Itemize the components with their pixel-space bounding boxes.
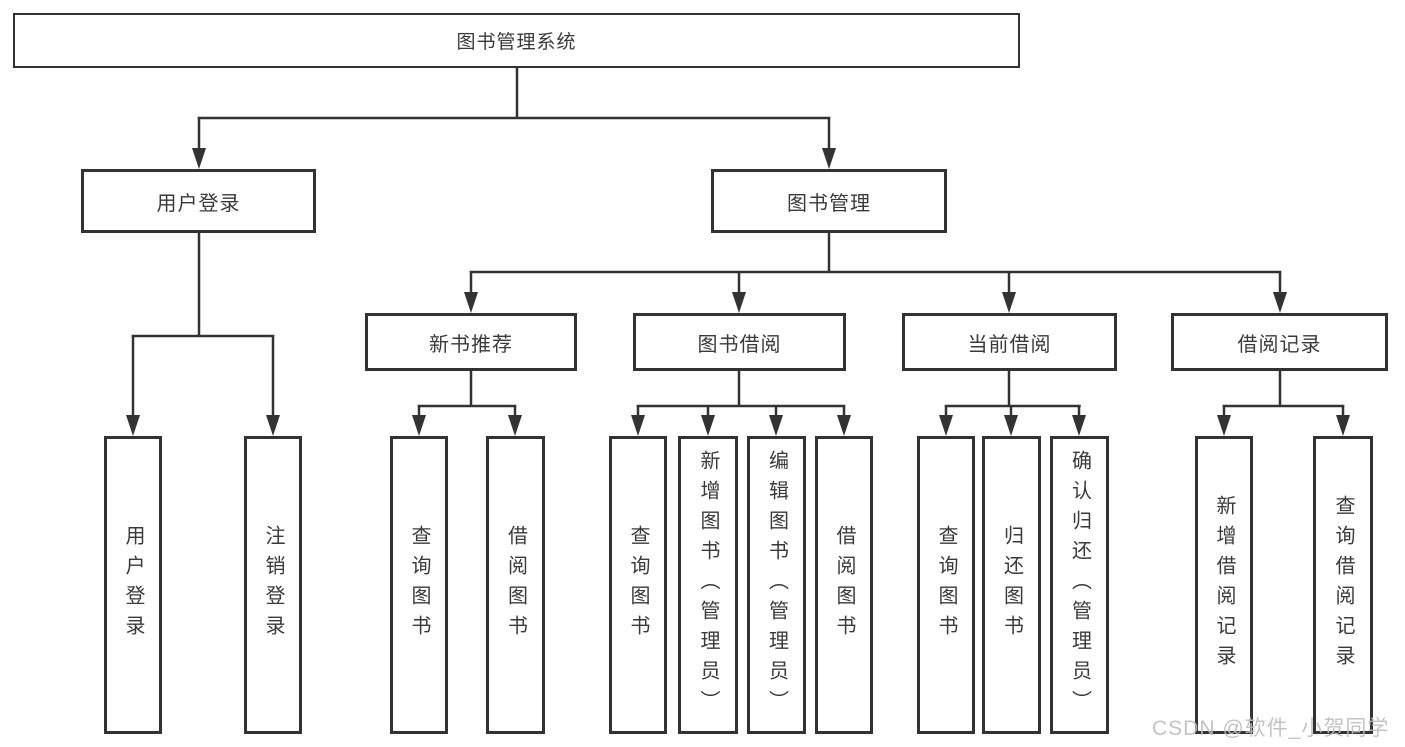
node-borrow-records-label: 借阅记录 xyxy=(1237,333,1322,356)
node-current-borrow: 当前借阅 xyxy=(902,313,1117,371)
node-book-borrow-label: 图书借阅 xyxy=(697,333,782,356)
node-root: 图书管理系统 xyxy=(13,13,1020,68)
leaf-edit-books-admin: 编辑图书（管理员） xyxy=(747,436,806,734)
node-book-management: 图书管理 xyxy=(711,169,947,233)
leaf-newbooks-borrow-books: 借阅图书 xyxy=(486,436,545,734)
leaf-newbooks-query-books: 查询图书 xyxy=(390,436,448,734)
leaf-borrow-query-books: 查询图书 xyxy=(609,436,667,734)
node-user-login-label: 用户登录 xyxy=(156,192,241,215)
node-book-management-label: 图书管理 xyxy=(787,192,871,215)
csdn-watermark: CSDN @软件_小贺同学 xyxy=(1152,717,1390,740)
leaf-add-borrow-record: 新增借阅记录 xyxy=(1195,436,1253,734)
leaf-current-query-books: 查询图书 xyxy=(917,436,975,734)
node-current-borrow-label: 当前借阅 xyxy=(967,333,1052,356)
node-new-books-label: 新书推荐 xyxy=(429,333,513,356)
leaf-borrow-borrow-books: 借阅图书 xyxy=(815,436,873,734)
leaf-add-books-admin: 新增图书（管理员） xyxy=(678,436,738,734)
arrowheads xyxy=(126,148,1350,436)
node-root-label: 图书管理系统 xyxy=(456,32,577,53)
leaf-user-login: 用户登录 xyxy=(104,436,162,734)
node-new-books: 新书推荐 xyxy=(365,313,577,371)
node-book-borrow: 图书借阅 xyxy=(633,313,846,371)
leaf-logout: 注销登录 xyxy=(244,436,302,734)
leaf-confirm-return-admin: 确认归还（管理员） xyxy=(1050,436,1109,734)
node-borrow-records: 借阅记录 xyxy=(1171,313,1388,371)
node-user-login: 用户登录 xyxy=(81,169,316,233)
leaf-return-books: 归还图书 xyxy=(982,436,1041,734)
leaf-query-borrow-record: 查询借阅记录 xyxy=(1313,436,1373,734)
